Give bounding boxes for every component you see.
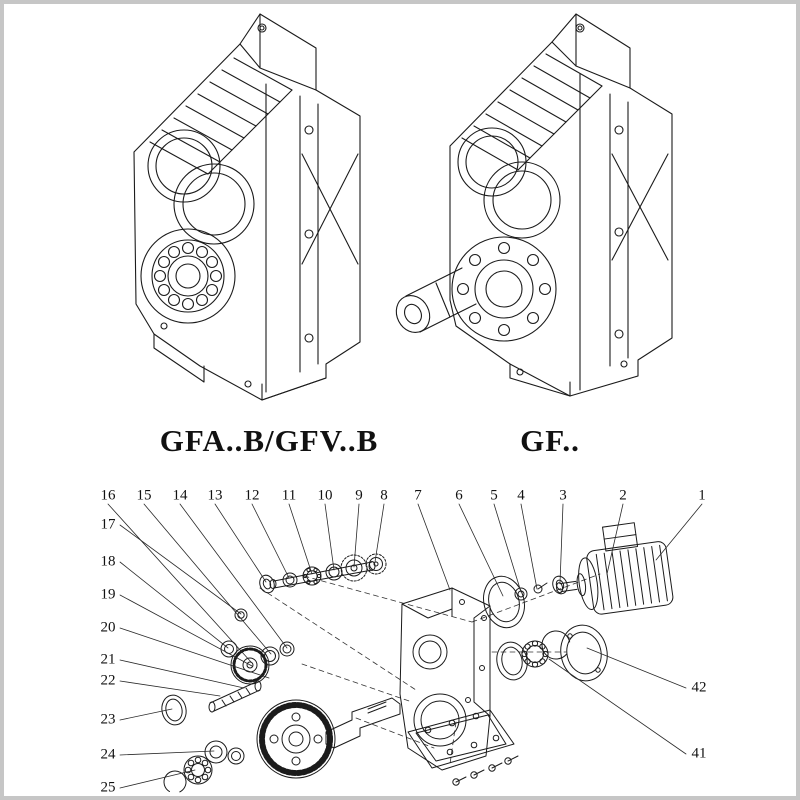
output-side-covers — [496, 624, 608, 682]
callout-12: 12 — [244, 487, 260, 504]
callout-2: 2 — [619, 487, 627, 504]
callout-10: 10 — [317, 487, 333, 504]
callout-13: 13 — [207, 487, 223, 504]
callout-15: 15 — [136, 487, 152, 504]
callout-22: 22 — [100, 672, 116, 689]
model-label-left: GFA..B/GFV..B — [159, 423, 379, 458]
callout-17: 17 — [100, 516, 116, 533]
callout-4: 4 — [517, 487, 525, 504]
callout-20: 20 — [100, 619, 116, 636]
gearbox-line-art — [107, 13, 703, 794]
callout-21: 21 — [100, 651, 116, 668]
callout-leader-lines — [107, 503, 703, 789]
callout-14: 14 — [172, 487, 188, 504]
base-plate-and-screws — [407, 709, 519, 786]
callout-5: 5 — [490, 487, 498, 504]
callout-7: 7 — [414, 487, 422, 504]
callout-16: 16 — [100, 487, 116, 504]
callout-19: 19 — [100, 586, 116, 603]
callout-18: 18 — [100, 553, 116, 570]
callout-42: 42 — [691, 679, 707, 696]
output-gear-assembly — [163, 697, 401, 794]
exploded-view-drawing — [107, 503, 703, 794]
callout-25: 25 — [100, 779, 116, 796]
input-shaft-assembly — [259, 553, 387, 594]
intermediate-gear-assembly — [161, 608, 295, 726]
callout-8: 8 — [380, 487, 388, 504]
callout-3: 3 — [559, 487, 567, 504]
callout-9: 9 — [355, 487, 363, 504]
gearbox-drawing-right — [395, 13, 673, 397]
callout-6: 6 — [455, 487, 463, 504]
callout-41: 41 — [691, 745, 707, 762]
model-label-right: GF.. — [520, 423, 580, 458]
callout-24: 24 — [100, 746, 116, 763]
housing-part — [399, 587, 491, 771]
motor-part — [555, 522, 674, 615]
callout-23: 23 — [100, 711, 116, 728]
callout-11: 11 — [281, 487, 297, 504]
callout-1: 1 — [698, 487, 706, 504]
gearbox-drawing-left — [133, 13, 361, 401]
input-side-parts — [483, 575, 568, 629]
